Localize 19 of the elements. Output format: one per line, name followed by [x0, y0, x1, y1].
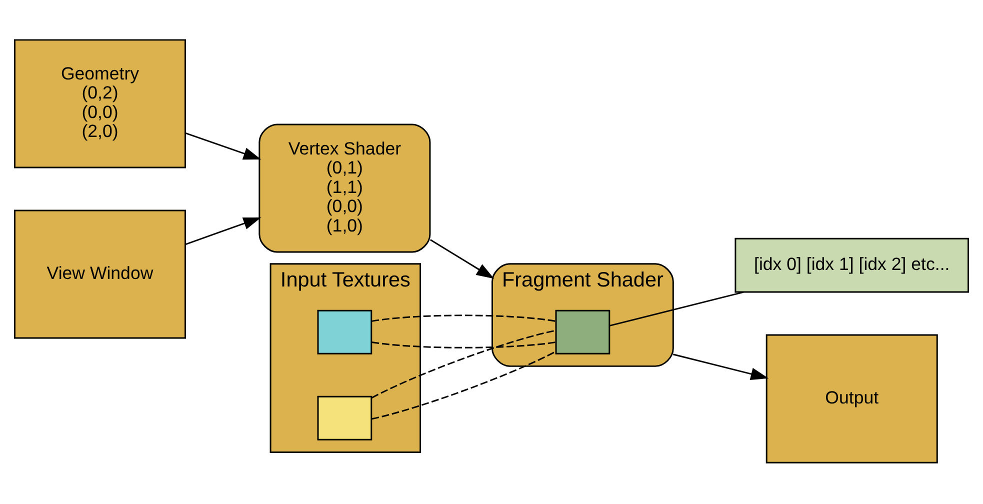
- node-box: [555, 310, 610, 354]
- arrow: [672, 354, 769, 380]
- connector: [372, 341, 556, 348]
- node-box: Vertex Shader (0,1) (1,1) (0,0) (1,0): [258, 124, 431, 253]
- node-box: Geometry (0,2) (0,0) (2,0): [14, 39, 186, 168]
- arrow: [185, 132, 262, 160]
- connector: [372, 350, 556, 420]
- cluster: Input Textures: [270, 263, 422, 453]
- connector: [371, 330, 556, 399]
- node-box: [317, 310, 372, 354]
- connector: [610, 291, 744, 326]
- cluster: Fragment Shader: [492, 263, 674, 367]
- connector: [372, 314, 556, 322]
- arrow: [430, 239, 494, 279]
- node-box: View Window: [14, 210, 186, 339]
- node-box: [317, 396, 372, 440]
- node-box: [idx 0] [idx 1] [idx 2] etc...: [734, 238, 970, 293]
- node-box: Output: [766, 334, 938, 464]
- arrow: [185, 217, 262, 246]
